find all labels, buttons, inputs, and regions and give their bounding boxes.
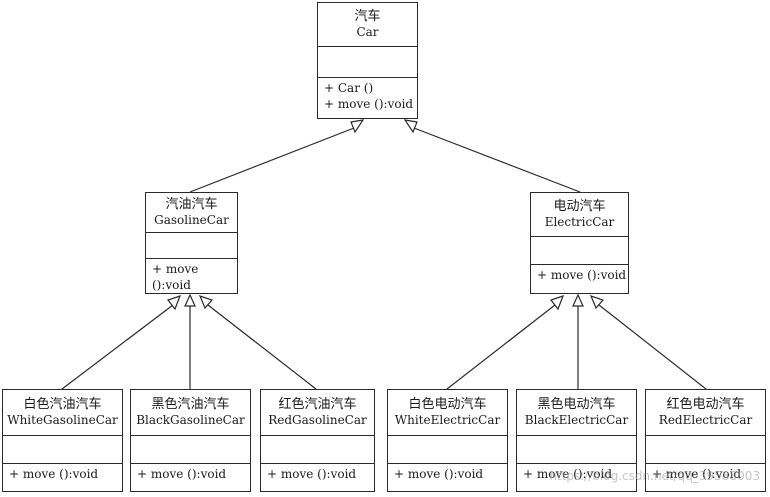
operation-car-move: + move ():void — [324, 97, 414, 111]
class-red-electric-operations: + move ():void — [646, 464, 765, 482]
class-gasoline-cn: 汽油汽车 — [165, 197, 218, 213]
arrowhead-red-electric — [589, 295, 605, 310]
class-car[interactable]: 汽车 Car + Car () + move ():void — [317, 2, 418, 119]
class-red-electric-car[interactable]: 红色电动汽车 RedElectricCar + move ():void — [645, 389, 766, 492]
arrowhead-white-electric — [550, 295, 565, 311]
class-white-electric-operations: + move ():void — [388, 464, 507, 482]
arrowhead-red-gasoline — [198, 295, 214, 310]
class-gasoline-car[interactable]: 汽油汽车 GasolineCar + move ():void — [145, 192, 238, 294]
class-white-electric-cn: 白色电动汽车 — [408, 396, 487, 412]
class-white-gasoline-attributes — [3, 436, 122, 464]
class-electric-operations: + move ():void — [531, 265, 628, 283]
class-electric-car[interactable]: 电动汽车 ElectricCar + move ():void — [530, 192, 629, 294]
class-white-electric-car[interactable]: 白色电动汽车 WhiteElectricCar + move ():void — [387, 389, 508, 492]
class-white-gasoline-cn: 白色汽油汽车 — [23, 396, 102, 412]
class-black-gasoline-cn: 黑色汽油汽车 — [151, 396, 230, 412]
operation-red-electric-move: + move ():void — [652, 467, 742, 481]
class-car-attributes — [318, 47, 417, 78]
edge-red-gasoline — [207, 304, 317, 390]
class-white-electric-en: WhiteElectricCar — [394, 413, 501, 428]
class-gasoline-attributes — [146, 233, 237, 259]
class-red-electric-en: RedElectricCar — [658, 413, 753, 428]
class-red-gasoline-attributes — [261, 436, 374, 464]
class-red-gasoline-cn: 红色汽油汽车 — [278, 396, 357, 412]
class-electric-cn: 电动汽车 — [553, 198, 606, 214]
class-electric-en: ElectricCar — [544, 215, 615, 230]
class-white-gasoline-car[interactable]: 白色汽油汽车 WhiteGasolineCar + move ():void — [2, 389, 123, 492]
operation-electric-move: + move ():void — [537, 268, 627, 282]
arrowhead-white-gasoline — [167, 295, 182, 311]
class-red-gasoline-operations: + move ():void — [261, 464, 374, 482]
class-white-gasoline-en: WhiteGasolineCar — [7, 413, 118, 428]
class-white-gasoline-operations: + move ():void — [3, 464, 122, 482]
class-red-electric-attributes — [646, 436, 765, 464]
class-white-gasoline-name: 白色汽油汽车 WhiteGasolineCar — [3, 390, 122, 436]
class-black-electric-operations: + move ():void — [517, 464, 636, 482]
class-gasoline-en: GasolineCar — [154, 213, 229, 228]
class-car-name: 汽车 Car — [318, 3, 417, 47]
edge-electric-car — [413, 127, 581, 193]
operation-black-gasoline-move: + move ():void — [137, 467, 227, 481]
class-black-gasoline-car[interactable]: 黑色汽油汽车 BlackGasolineCar + move ():void — [130, 389, 251, 492]
class-gasoline-name: 汽油汽车 GasolineCar — [146, 193, 237, 234]
watermark: https://blog.csdn.net/qq_39588003 — [549, 469, 760, 483]
class-red-electric-name: 红色电动汽车 RedElectricCar — [646, 390, 765, 436]
operation-car-constructor: + Car () — [324, 81, 374, 95]
class-electric-attributes — [531, 237, 628, 265]
edge-white-gasoline — [61, 304, 174, 390]
class-red-gasoline-name: 红色汽油汽车 RedGasolineCar — [261, 390, 374, 436]
class-black-electric-car[interactable]: 黑色电动汽车 BlackElectricCar + move ():void — [516, 389, 637, 492]
operation-black-electric-move: + move ():void — [523, 467, 613, 481]
class-black-electric-attributes — [517, 436, 636, 464]
class-black-gasoline-operations: + move ():void — [131, 464, 250, 482]
arrowhead-electric-car — [403, 119, 418, 134]
arrowhead-gasoline-car — [350, 119, 365, 134]
operation-red-gasoline-move: + move ():void — [267, 467, 357, 481]
class-white-electric-attributes — [388, 436, 507, 464]
class-car-cn: 汽车 — [354, 8, 381, 24]
class-red-gasoline-car[interactable]: 红色汽油汽车 RedGasolineCar + move ():void — [260, 389, 375, 492]
edge-gasoline-car — [189, 127, 355, 193]
class-electric-name: 电动汽车 ElectricCar — [531, 193, 628, 237]
class-black-electric-cn: 黑色电动汽车 — [537, 396, 616, 412]
operation-white-gasoline-move: + move ():void — [9, 467, 99, 481]
class-car-en: Car — [356, 25, 379, 40]
class-black-gasoline-attributes — [131, 436, 250, 464]
class-black-gasoline-name: 黑色汽油汽车 BlackGasolineCar — [131, 390, 250, 436]
edge-red-electric — [598, 304, 707, 390]
operation-white-electric-move: + move ():void — [394, 467, 484, 481]
class-gasoline-operations: + move ():void — [146, 259, 237, 293]
class-red-gasoline-en: RedGasolineCar — [268, 413, 367, 428]
class-black-electric-en: BlackElectricCar — [524, 413, 629, 428]
arrowhead-black-gasoline — [184, 293, 196, 307]
class-black-electric-name: 黑色电动汽车 BlackElectricCar — [517, 390, 636, 436]
class-black-gasoline-en: BlackGasolineCar — [136, 413, 245, 428]
class-car-operations: + Car () + move ():void — [318, 78, 417, 112]
class-red-electric-cn: 红色电动汽车 — [666, 396, 745, 412]
arrowhead-black-electric — [572, 293, 584, 307]
class-white-electric-name: 白色电动汽车 WhiteElectricCar — [388, 390, 507, 436]
edge-white-electric — [446, 304, 556, 390]
operation-gasoline-move: + move ():void — [152, 262, 199, 292]
